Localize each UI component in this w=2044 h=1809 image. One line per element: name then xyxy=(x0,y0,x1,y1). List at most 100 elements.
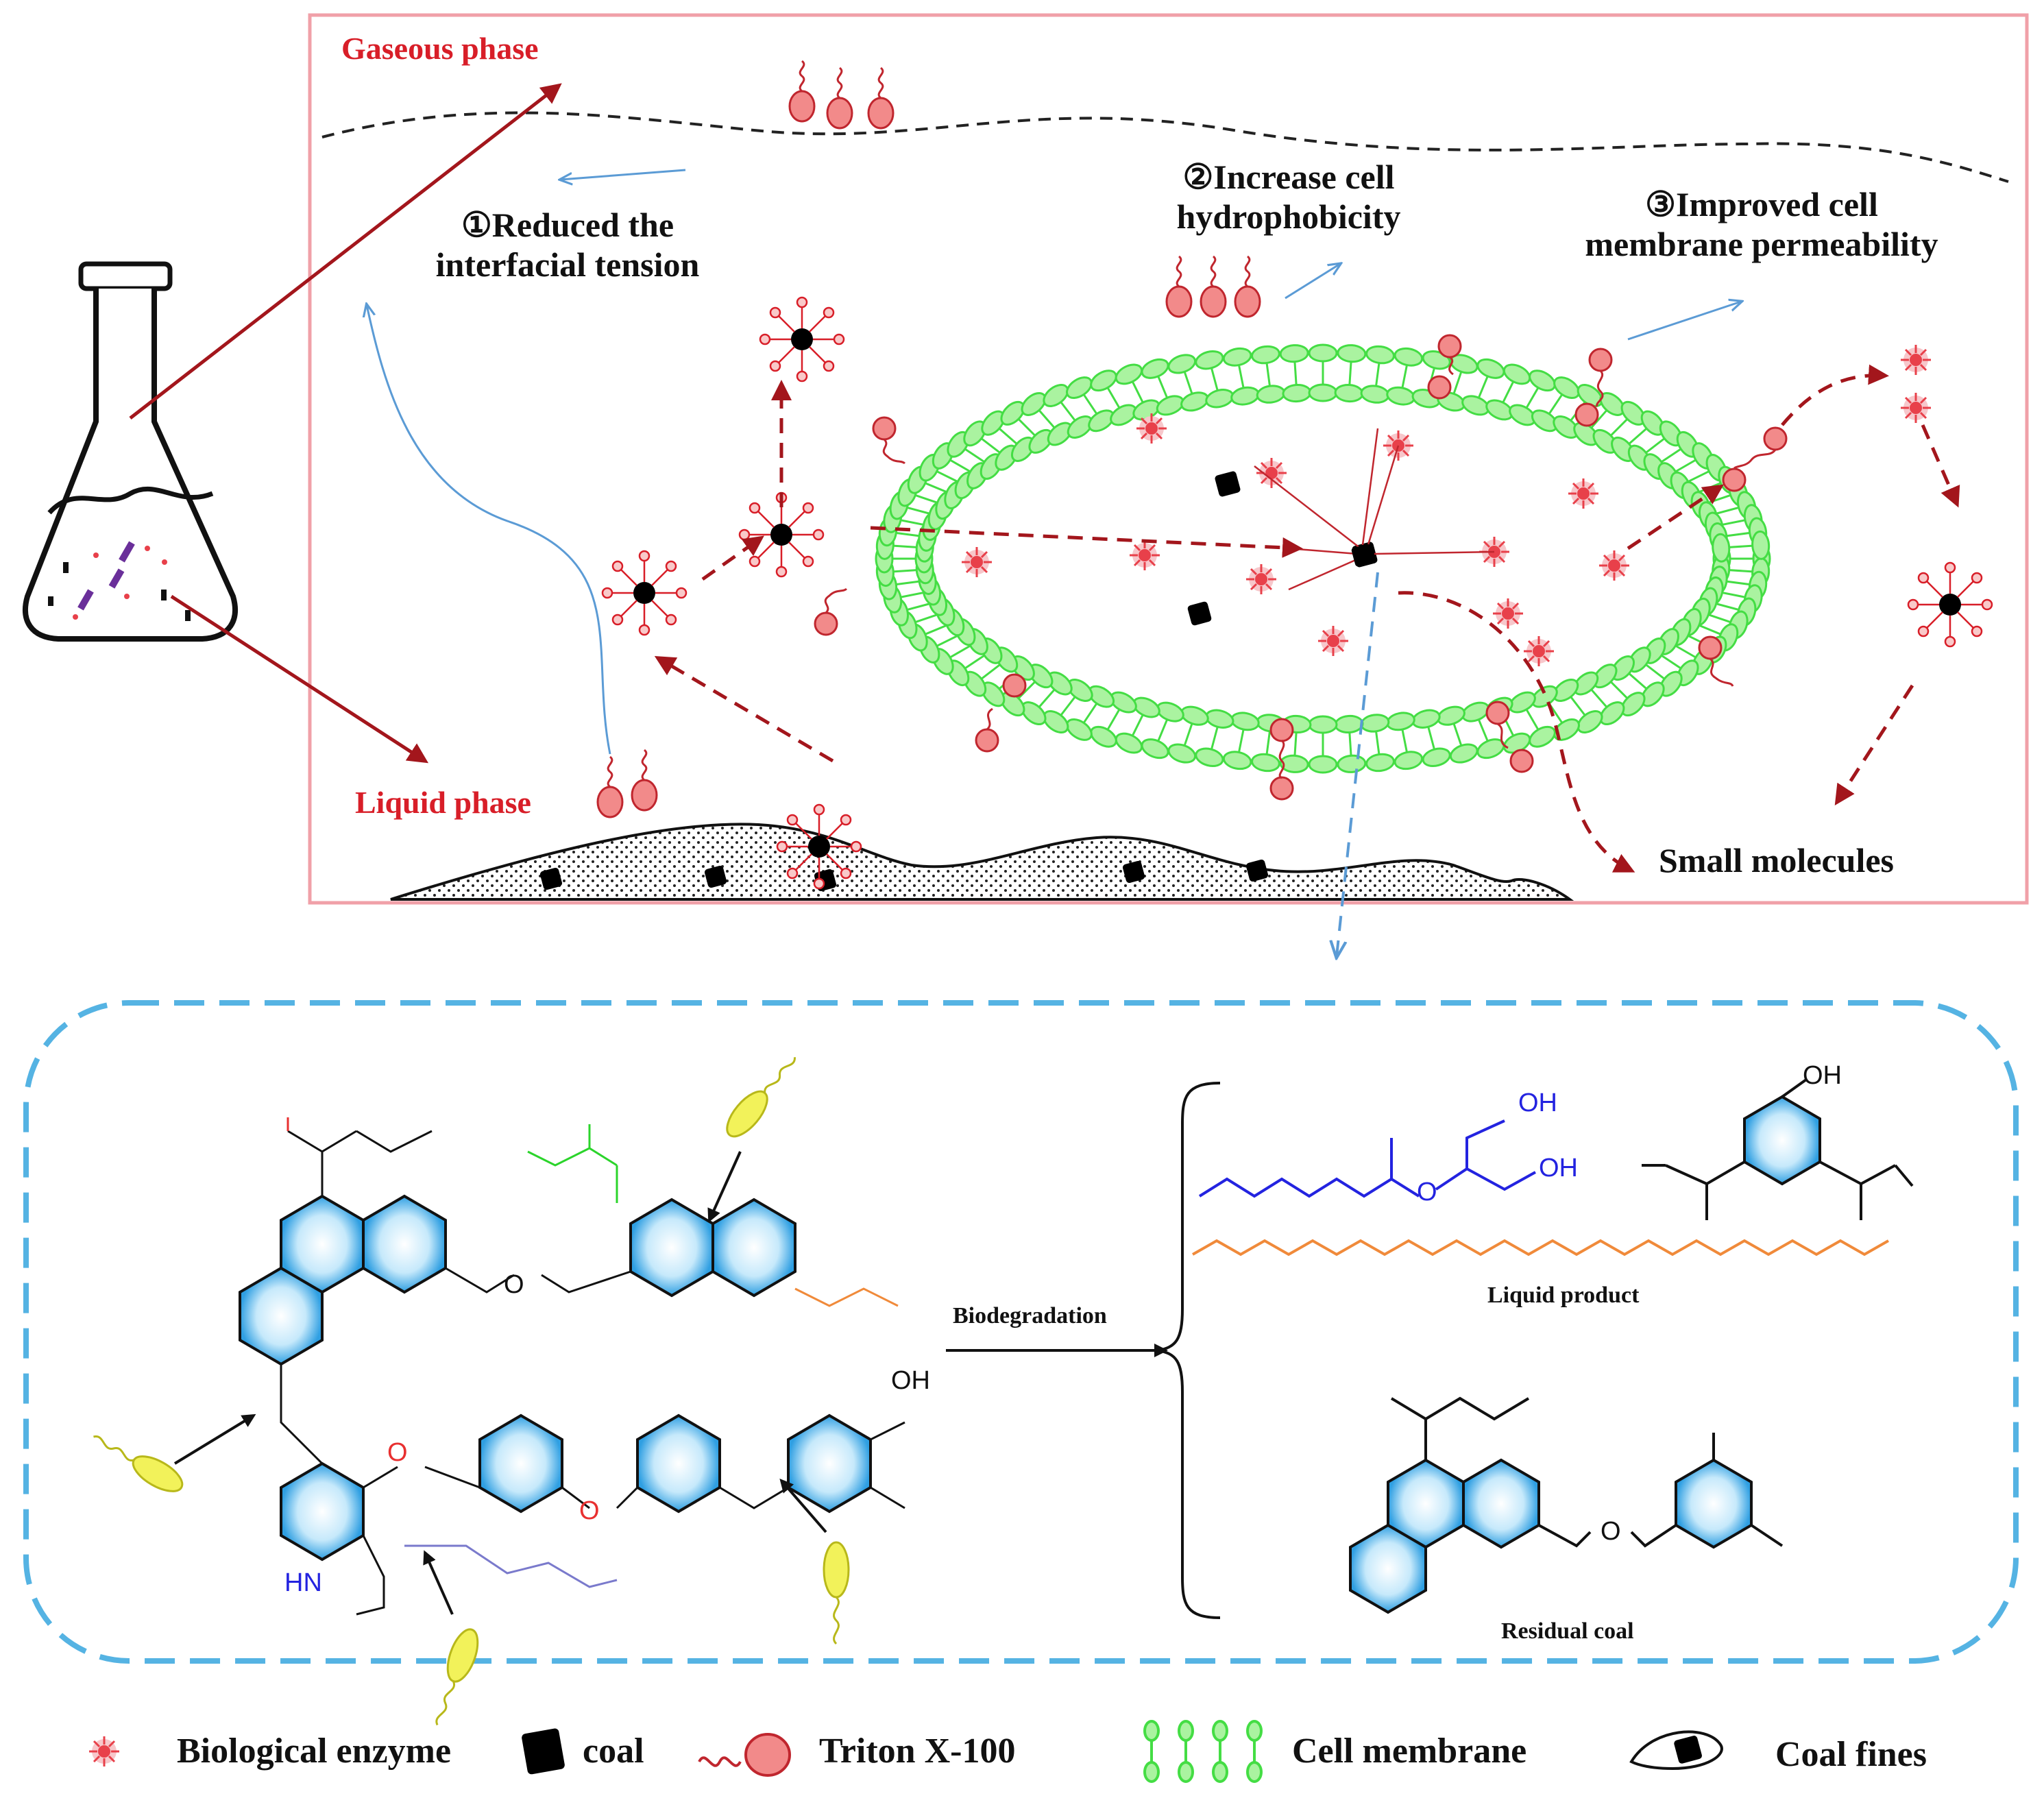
gas-liquid-interface xyxy=(321,111,2009,183)
liquid-product-structures xyxy=(1192,1078,1914,1256)
tritons-in-membrane xyxy=(814,334,1788,801)
liquid-product-label: Liquid product xyxy=(1487,1283,1640,1308)
lipid-head xyxy=(1308,343,1338,363)
lipid-head xyxy=(1115,732,1143,754)
lipid-head xyxy=(1502,363,1531,385)
membrane-icon xyxy=(1143,1720,1263,1783)
oh-label-phenol: OH xyxy=(1803,1061,1842,1090)
enzyme-icon xyxy=(88,1735,121,1768)
lipid-head xyxy=(1141,358,1169,379)
o-label-residual: O xyxy=(1601,1517,1621,1546)
lipid-head xyxy=(1167,354,1197,374)
lipid-head xyxy=(1553,718,1580,741)
coal-structure xyxy=(239,1194,872,1562)
o-label-ester: O xyxy=(1417,1178,1437,1206)
blue-arrows xyxy=(367,169,1741,755)
coal-icon xyxy=(522,1728,565,1775)
step1-label: ①Reduced the interfacial tension xyxy=(435,206,700,284)
central-coal xyxy=(1351,544,1374,567)
legend-label-coal: coal xyxy=(583,1732,644,1771)
lipid-head xyxy=(1386,386,1415,406)
lipid-head xyxy=(1090,369,1117,392)
lipid-head xyxy=(1422,747,1451,767)
lipid-head xyxy=(1599,701,1625,726)
lipid-head xyxy=(1334,714,1364,734)
liquid-phase-label: Liquid phase xyxy=(355,785,531,820)
legend-label-enzyme: Biological enzyme xyxy=(177,1732,452,1771)
reaction-box xyxy=(23,1000,2019,1664)
lipid-head xyxy=(1230,712,1260,731)
lipid-head xyxy=(1334,383,1364,403)
small-molecules-label: Small molecules xyxy=(1659,841,1895,879)
o-label-ether-1: O xyxy=(504,1270,524,1299)
lipid-head xyxy=(1222,347,1252,367)
lipid-head xyxy=(1529,369,1556,392)
tritons-liquid xyxy=(596,749,658,818)
lipid-head xyxy=(1337,344,1367,363)
bacteria xyxy=(86,1048,850,1731)
lipid-head xyxy=(1553,376,1580,399)
coal-surface xyxy=(390,823,1574,901)
bacteria-arrows xyxy=(173,1151,827,1615)
legend-icons xyxy=(88,1720,1723,1783)
arrow-to-gas xyxy=(129,83,562,420)
lipid-head xyxy=(1529,725,1556,748)
dashed-red-arrows xyxy=(654,364,1960,873)
tritons-gas xyxy=(788,60,895,130)
lipid-head xyxy=(1043,384,1069,407)
legend-label-coal-fines: Coal fines xyxy=(1775,1735,1927,1774)
lipid-head xyxy=(1386,712,1415,731)
lipid-head xyxy=(1167,743,1197,764)
oh-label-glycerol-2: OH xyxy=(1539,1154,1578,1182)
lipid-head xyxy=(1365,345,1395,365)
lipid-head xyxy=(1394,347,1424,367)
lipid-head xyxy=(1279,344,1309,363)
flask-icon xyxy=(23,261,238,642)
coal-structure-bonds xyxy=(280,1117,905,1616)
lipid-head xyxy=(1308,755,1338,774)
lipid-head xyxy=(1282,383,1312,403)
legend-label-membrane: Cell membrane xyxy=(1292,1732,1527,1771)
cell-membrane xyxy=(875,343,1771,774)
lipid-head xyxy=(1577,710,1603,733)
blue-dashed-arrow-to-box xyxy=(1337,572,1379,956)
product-brace xyxy=(1158,1082,1221,1619)
tritons-step2 xyxy=(1165,255,1261,318)
lipid-head xyxy=(1449,743,1479,764)
lipid-head xyxy=(1360,714,1390,733)
coal-in-cell xyxy=(1187,471,1378,626)
triton-icon xyxy=(698,1733,791,1777)
oh-label-coal: OH xyxy=(891,1366,930,1395)
lipid-head xyxy=(1712,533,1731,563)
lipid-head xyxy=(1195,350,1224,370)
enzyme-attack-lines xyxy=(1254,428,1495,591)
coal-fines-icon xyxy=(1629,1730,1723,1771)
mechanism-frame xyxy=(308,13,2029,905)
lipid-head xyxy=(1365,753,1395,773)
lipid-head xyxy=(1230,386,1260,406)
lipid-head xyxy=(1251,753,1280,773)
lipid-head xyxy=(1115,363,1143,385)
step3-label: ③Improved cell membrane permeability xyxy=(1585,185,1938,263)
lipid-head xyxy=(1000,400,1025,426)
arrow-to-liquid xyxy=(170,594,429,764)
lipid-head xyxy=(1620,692,1646,717)
o-label-ether-3: O xyxy=(579,1496,600,1525)
lipid-head xyxy=(1021,391,1047,416)
lipid-head xyxy=(1476,358,1505,379)
lipid-head xyxy=(1411,709,1441,729)
lipid-head xyxy=(1066,718,1093,741)
lipid-head xyxy=(1308,715,1338,734)
residual-coal-structure xyxy=(1349,1396,1784,1614)
lipid-head xyxy=(1394,751,1424,770)
lipid-head xyxy=(1360,385,1390,404)
residual-coal-label: Residual coal xyxy=(1501,1618,1634,1644)
lipid-head xyxy=(1251,345,1280,365)
gaseous-phase-label: Gaseous phase xyxy=(341,31,539,66)
oh-label-glycerol-1: OH xyxy=(1518,1089,1557,1117)
step2-label: ②Increase cell hydrophobicity xyxy=(1176,158,1401,236)
lipid-head xyxy=(1205,389,1234,409)
hn-label: HN xyxy=(284,1568,322,1597)
